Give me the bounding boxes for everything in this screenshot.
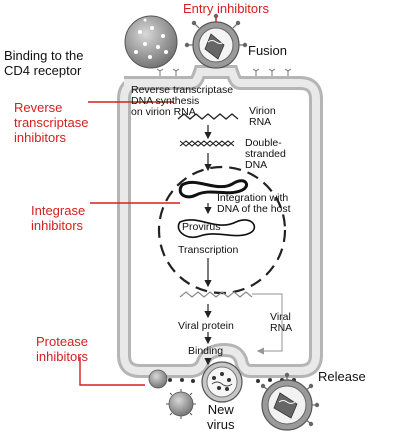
binding-cd4-label: Binding to the CD4 receptor [4,48,84,78]
viral-rna-path [252,293,283,355]
fusion-label: Fusion [248,43,288,58]
virion-rna-strand [177,113,239,120]
budding-virus-icon [201,361,243,403]
cd4-receptors [156,68,292,76]
transcription-label: Transcription [178,244,239,256]
binding-label: Binding [188,345,224,357]
entry-inhibitors-label: Entry inhibitors [183,1,269,16]
viral-rna-strand [179,291,253,298]
inhibitor-pointers [79,17,217,386]
virus-icon-fusion [184,13,248,69]
mature-virus-icon [260,372,320,431]
integration-label: Integration with DNA of the host [217,192,291,215]
new-virus-label: New virus [207,402,235,432]
spiky-virus-icon [166,389,196,419]
viral-rna-label: Viral RNA [270,311,293,334]
protease-inhibitors-label: Protease inhibitors [36,334,89,364]
provirus-label: Provirus [182,221,221,233]
nucleus-boundary [157,165,287,295]
rt-dna-synthesis-label: Reverse transcriptase DNA synthesis on v… [131,84,234,118]
double-stranded-dna-label: Double- stranded DNA [245,137,286,171]
provirus-icon [177,219,256,238]
integrase-inhibitors-label: Integrase inhibitors [31,203,86,233]
double-stranded-dna [179,140,235,147]
release-label: Release [318,369,366,384]
rt-inhibitors-label: Reverse transcriptase inhibitors [14,100,89,145]
viral-protein-label: Viral protein [178,320,234,332]
small-virus-icon [148,369,168,389]
host-dna-icon [178,179,248,199]
virion-rna-label: Virion RNA [249,105,276,128]
cell-membrane [117,65,323,378]
virus-icon-binding [124,15,178,69]
